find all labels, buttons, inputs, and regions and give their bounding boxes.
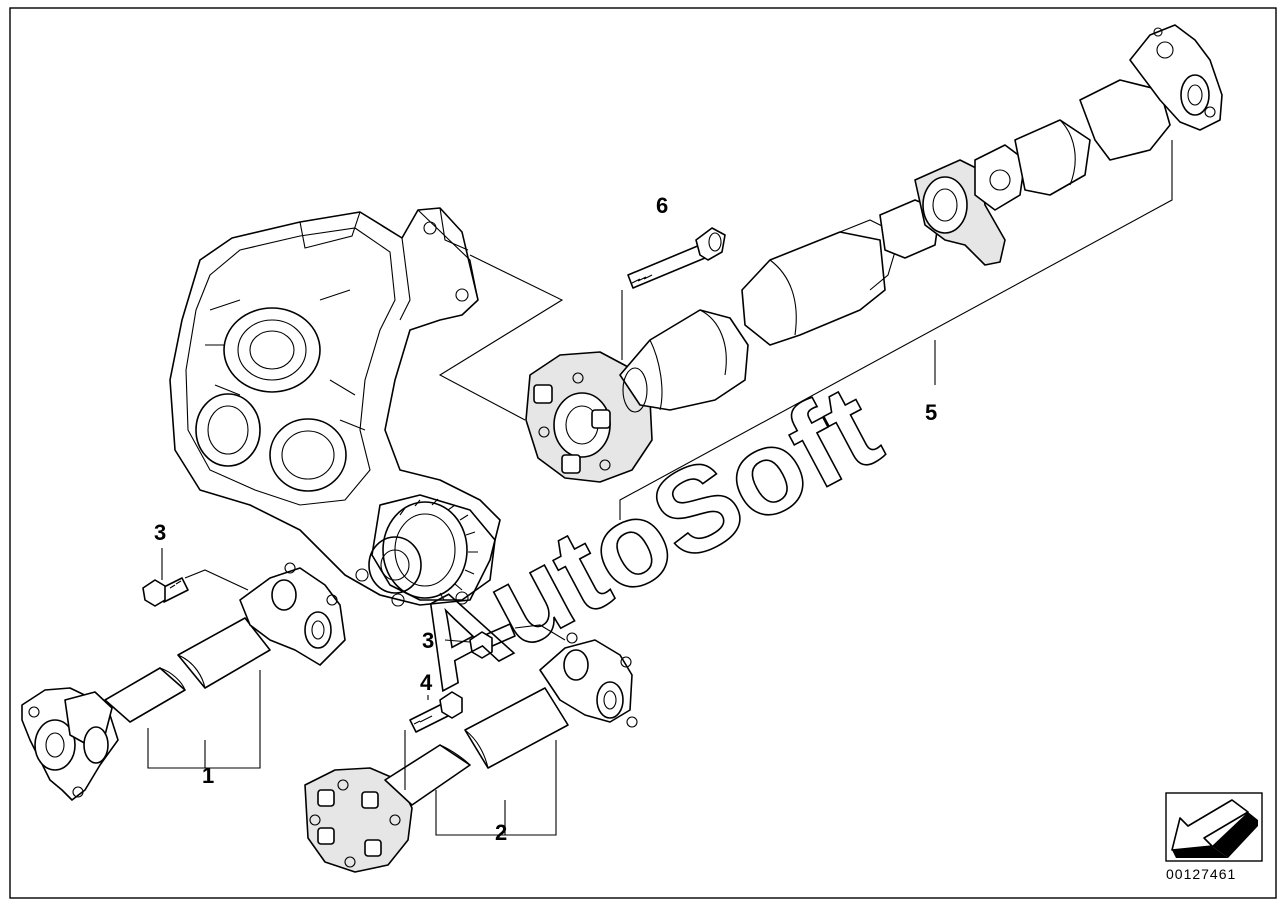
- flex-disc-bolts: [533, 372, 611, 474]
- callout-1: 1: [202, 763, 214, 788]
- bolt-part-3-lower: [469, 623, 516, 659]
- bolt-part-4: [409, 691, 463, 733]
- leader-bolt-3-lower: [444, 624, 566, 643]
- bolt-part-6: [627, 227, 726, 289]
- bracket-part-2: [435, 740, 557, 836]
- rear-propshaft: [525, 24, 1223, 483]
- arrow-left-down-icon[interactable]: [1165, 792, 1263, 862]
- leader-bolt-3-upper: [161, 548, 249, 591]
- flex-disc-2-bolts: [309, 779, 401, 868]
- callout-6: 6: [656, 193, 668, 218]
- callout-3-upper: 3: [154, 520, 166, 545]
- callout-2: 2: [495, 820, 507, 845]
- document-number: 00127461: [1166, 866, 1236, 882]
- leader-transfer-to-rear: [438, 254, 564, 421]
- front-propshaft-1: [21, 562, 346, 801]
- leader-bolt-4: [404, 695, 429, 790]
- bracket-part-5: [619, 140, 1173, 520]
- transfer-case: [169, 207, 501, 607]
- front-propshaft-2: [304, 632, 638, 873]
- bracket-part-1: [147, 670, 261, 769]
- callout-5: 5: [925, 400, 937, 425]
- callout-3-lower: 3: [422, 628, 434, 653]
- diagram-frame: [9, 7, 1277, 899]
- callout-4: 4: [420, 670, 433, 695]
- bolt-part-3-upper: [142, 577, 189, 607]
